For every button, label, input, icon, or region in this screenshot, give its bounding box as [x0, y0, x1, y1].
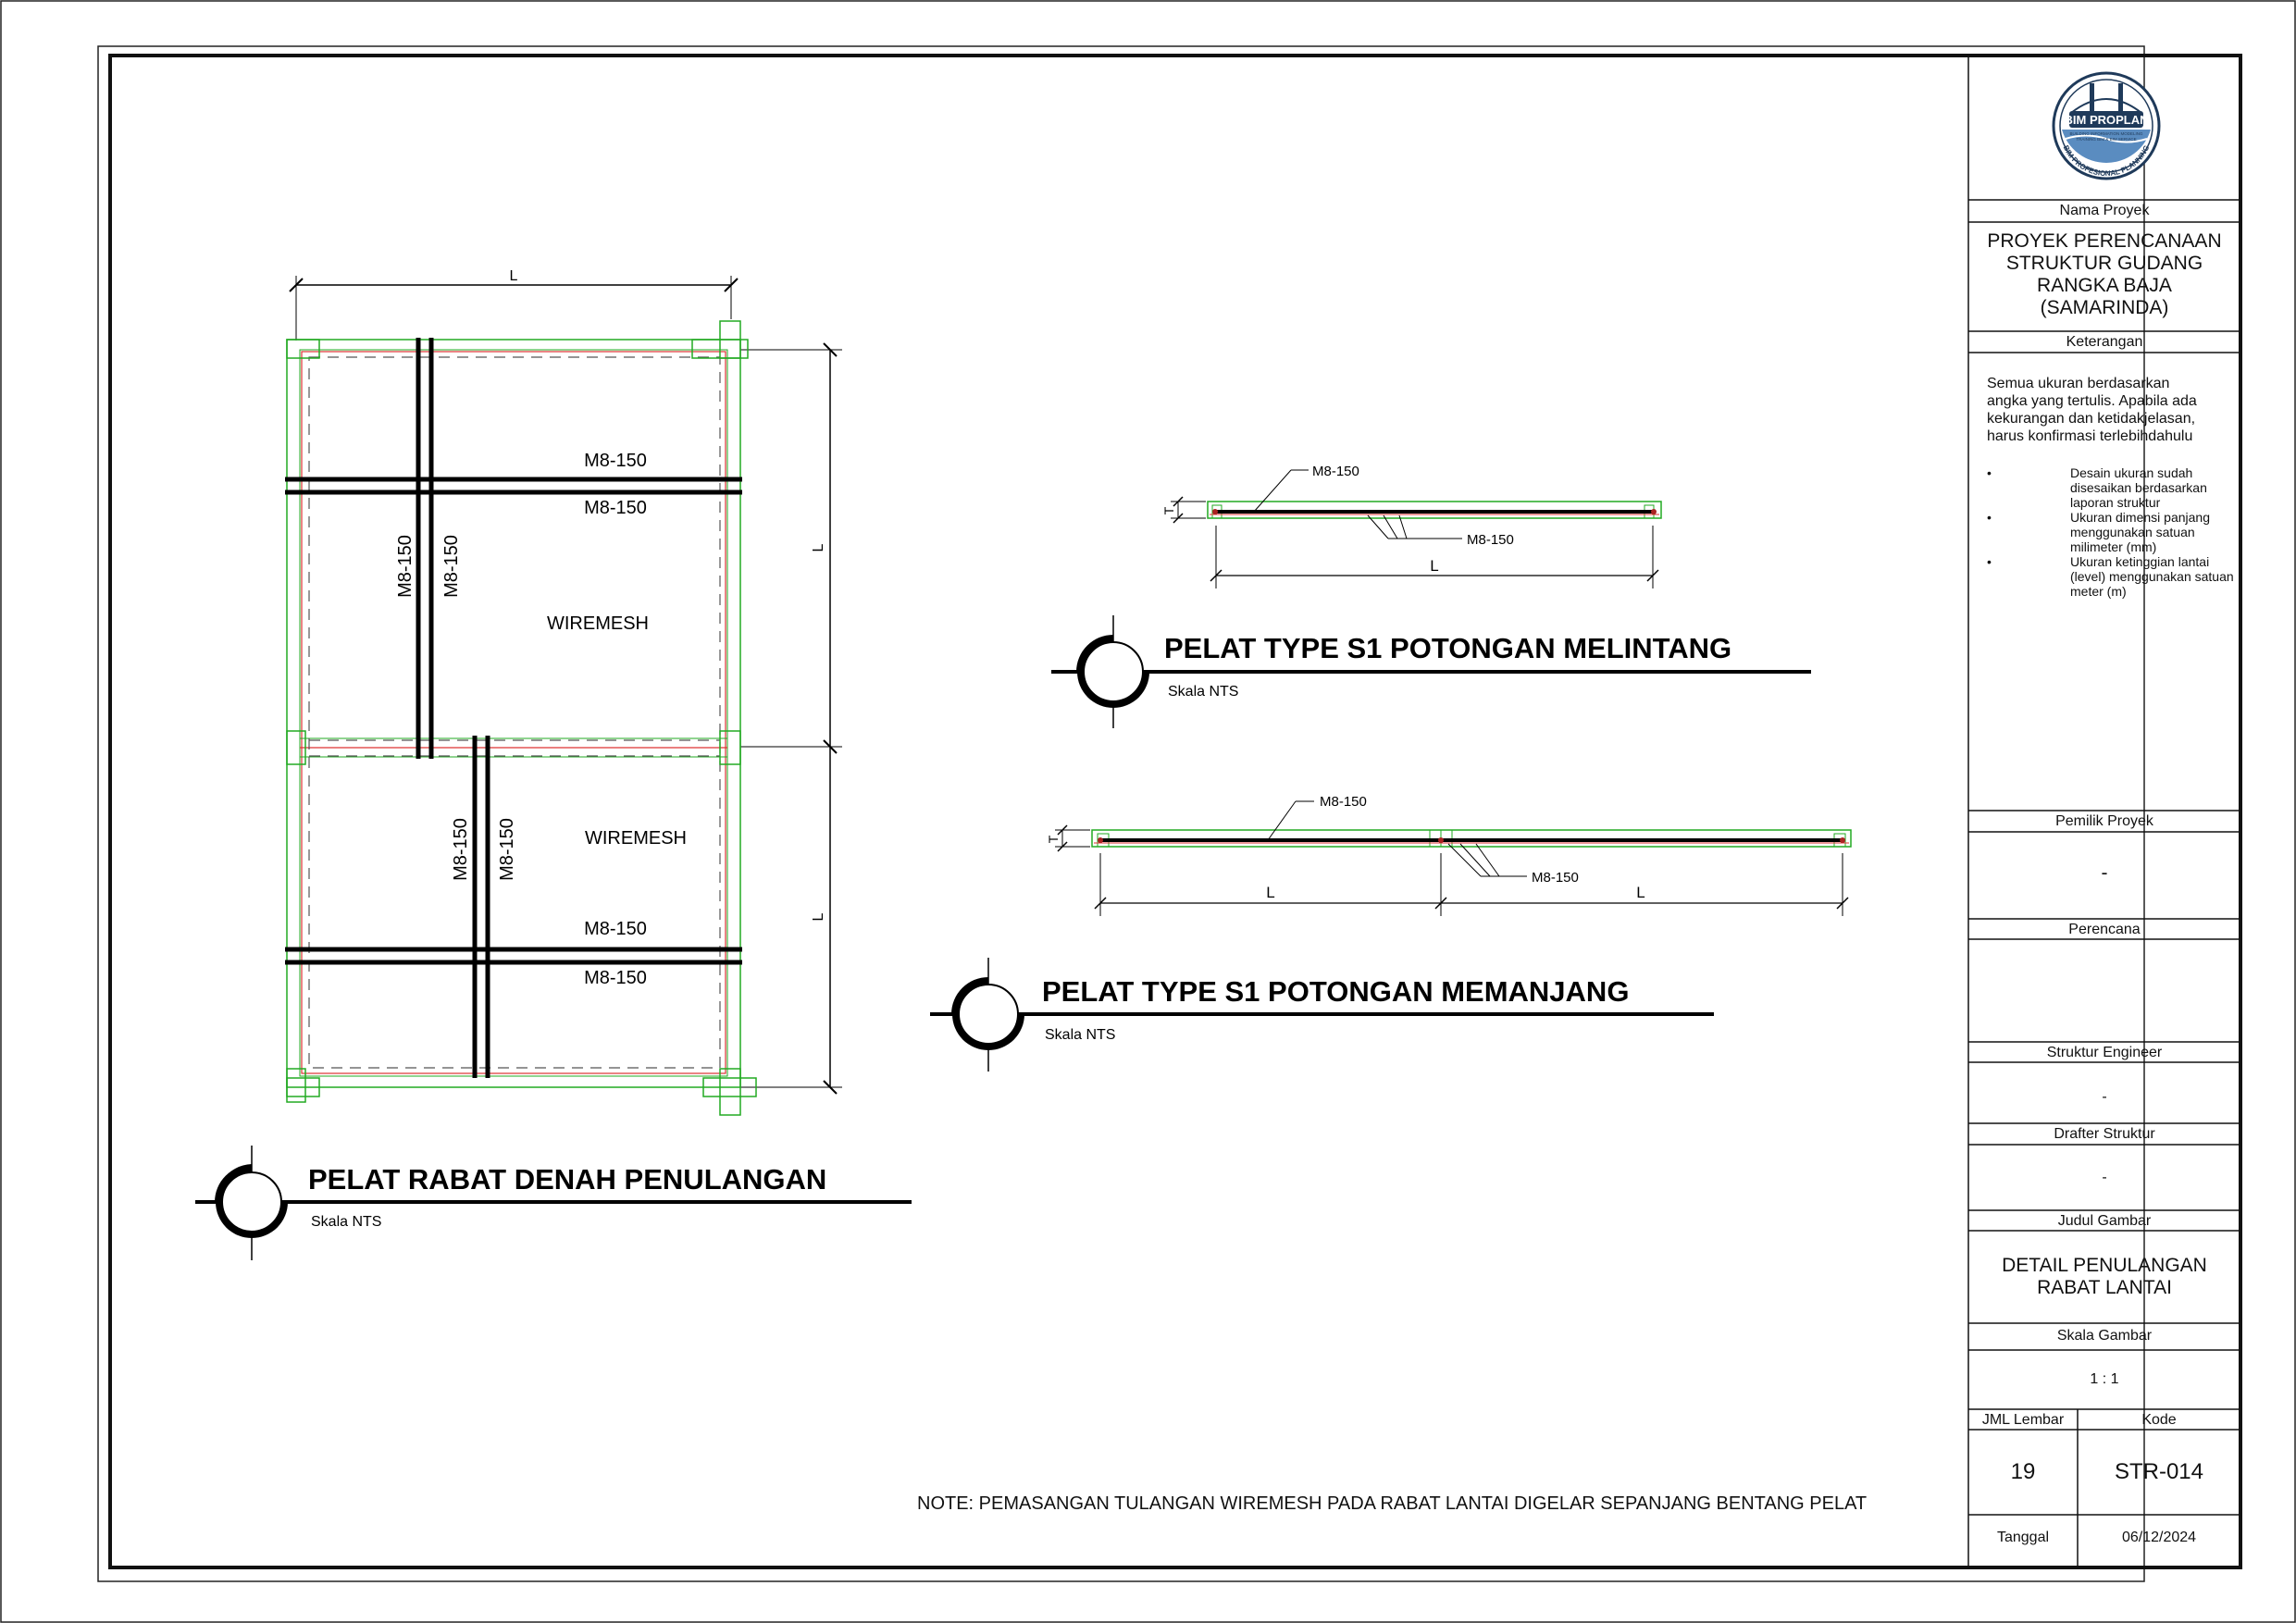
plan-rebar-label-3: M8-150 — [395, 535, 416, 598]
owner-value: - — [2101, 862, 2108, 884]
plan-dim-right-label-2: L — [811, 912, 826, 921]
cross-rebar-label-top: M8-150 — [1312, 464, 1359, 479]
plan-rebar-label-5: M8-150 — [451, 818, 471, 881]
section-long-view: T M8-150 M8-150 L L — [1046, 794, 1852, 916]
long-rebar-label-bottom: M8-150 — [1532, 870, 1579, 886]
plan-rebar-label-1: M8-150 — [584, 451, 647, 471]
cross-span-label: L — [1430, 557, 1438, 575]
plan-scale: Skala NTS — [311, 1214, 381, 1230]
scale-value: 1 : 1 — [2090, 1371, 2119, 1387]
project-label: Nama Proyek — [2059, 203, 2150, 218]
sheet-count-label: JML Lembar — [1981, 1412, 2065, 1428]
remarks-label: Keterangan — [2066, 334, 2143, 350]
structural-engineer-value: - — [2102, 1089, 2107, 1105]
plan-wiremesh-label-1: WIREMESH — [547, 613, 649, 634]
plan-view: L L L — [285, 268, 842, 1116]
plan-rebar-label-4: M8-150 — [441, 535, 462, 598]
section-cross-scale: Skala NTS — [1168, 684, 1238, 700]
remarks-bullets: • Desain ukuran sudah disesaikan berdasa… — [1987, 465, 2237, 599]
plan-rebar-label-8: M8-150 — [584, 968, 647, 988]
section-long-scale: Skala NTS — [1045, 1027, 1115, 1043]
section-cross-view: T M8-150 M8-150 L — [1161, 464, 1662, 588]
owner-label: Pemilik Proyek — [2055, 813, 2153, 829]
structural-engineer-label: Struktur Engineer — [2046, 1045, 2163, 1060]
sheet-count-value: 19 — [2010, 1459, 2036, 1484]
long-thickness-label: T — [1046, 835, 1061, 843]
code-value: STR-014 — [2114, 1459, 2204, 1484]
section-cross-title: PELAT TYPE S1 POTONGAN MELINTANG — [1164, 632, 1731, 664]
bullet-item-2: • Ukuran dimensi panjang menggunakan sat… — [1987, 510, 2210, 554]
plan-rebar-label-6: M8-150 — [497, 818, 517, 881]
section-long-title: PELAT TYPE S1 POTONGAN MEMANJANG — [1042, 975, 1629, 1008]
long-span-label-2: L — [1636, 884, 1644, 901]
drawing-title: DETAIL PENULANGAN RABAT LANTAI — [2002, 1255, 2207, 1298]
project-name: PROYEK PERENCANAAN STRUKTUR GUDANG RANGK… — [1987, 230, 2222, 318]
plan-title-mark: PELAT RABAT DENAH PENULANGAN Skala NTS — [195, 1146, 912, 1260]
drafter-value: - — [2102, 1170, 2107, 1185]
logo-name: BIM PROPLAN — [2065, 113, 2149, 127]
long-rebar-label-top: M8-150 — [1320, 794, 1367, 810]
title-block-grid — [1967, 56, 2240, 1567]
code-label: Kode — [2141, 1412, 2177, 1428]
frame-border-thin — [97, 45, 2145, 1582]
logo-sub-2: TRAINING BIM & BIM SERVICE — [2076, 137, 2136, 142]
plan-title: PELAT RABAT DENAH PENULANGAN — [308, 1163, 826, 1196]
scale-label: Skala Gambar — [2056, 1328, 2153, 1344]
cross-thickness-label: T — [1161, 506, 1176, 514]
date-label: Tanggal — [1996, 1530, 2050, 1545]
section-long-title-mark: PELAT TYPE S1 POTONGAN MEMANJANG Skala N… — [930, 958, 1714, 1072]
general-note: NOTE: PEMASANGAN TULANGAN WIREMESH PADA … — [917, 1493, 1868, 1514]
bullet-item-1: • Desain ukuran sudah disesaikan berdasa… — [1987, 465, 2207, 510]
planner-label: Perencana — [2068, 922, 2141, 937]
title-block: Nama Proyek PROYEK PERENCANAAN STRUKTUR … — [1968, 56, 2240, 1567]
drawing-title-label: Judul Gambar — [2057, 1213, 2152, 1229]
plan-dim-top-label: L — [510, 268, 518, 284]
cross-rebar-label-bottom: M8-150 — [1467, 532, 1514, 548]
section-cross-title-mark: PELAT TYPE S1 POTONGAN MELINTANG Skala N… — [1051, 615, 1811, 728]
plan-wiremesh-label-2: WIREMESH — [585, 828, 687, 849]
plan-dim-right-label-1: L — [811, 543, 826, 551]
plan-rebar-label-2: M8-150 — [584, 498, 647, 518]
date-value: 06/12/2024 — [2121, 1530, 2197, 1545]
drafter-label: Drafter Struktur — [2054, 1126, 2155, 1142]
frame-border — [108, 54, 2242, 1569]
company-logo: BIM PROPLAN BUILDING INFORMATION MODELIN… — [2052, 71, 2161, 180]
logo-sub-1: BUILDING INFORMATION MODELING — [2070, 131, 2143, 136]
long-span-label-1: L — [1266, 884, 1274, 901]
bullet-item-3: • Ukuran ketinggian lantai (level) mengg… — [1987, 554, 2234, 599]
plan-rebar-label-7: M8-150 — [584, 919, 647, 939]
remarks-text: Semua ukuran berdasarkan angka yang tert… — [1987, 376, 2197, 444]
